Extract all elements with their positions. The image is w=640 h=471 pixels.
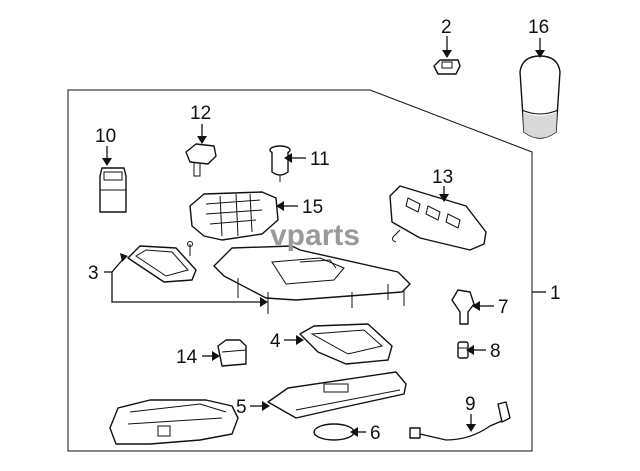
callout-6: 6 <box>370 423 381 444</box>
callout-3: 3 <box>88 263 99 284</box>
callout-11: 11 <box>310 149 330 170</box>
callout-7: 7 <box>498 297 509 318</box>
callout-5: 5 <box>236 397 247 418</box>
part-10-switch[interactable] <box>99 167 127 213</box>
part-14-connector[interactable] <box>217 339 247 367</box>
callout-15: 15 <box>302 197 323 218</box>
callout-2: 2 <box>441 17 452 38</box>
part-9-wire-harness[interactable] <box>409 401 511 441</box>
assembly-frame <box>67 89 533 452</box>
part-2-clip[interactable] <box>433 59 461 75</box>
part-13-switch-panel[interactable] <box>389 185 487 251</box>
callout-14: 14 <box>176 347 198 368</box>
part-5-lid[interactable] <box>267 371 407 419</box>
callout-1: 1 <box>550 283 561 304</box>
callout-4: 4 <box>270 331 281 352</box>
part-4-tray[interactable] <box>299 323 393 365</box>
callout-13: 13 <box>432 167 453 188</box>
callout-9: 9 <box>465 394 476 415</box>
part-11-power-outlet[interactable] <box>269 145 291 182</box>
leader-lines <box>102 36 546 437</box>
callout-10: 10 <box>95 126 116 147</box>
part-7-bracket[interactable] <box>451 289 475 325</box>
part-12-bracket[interactable] <box>185 143 217 177</box>
callout-12: 12 <box>190 103 211 124</box>
part-15-console-box[interactable] <box>189 191 279 241</box>
callout-16: 16 <box>528 17 549 38</box>
part-console-base[interactable] <box>109 399 239 445</box>
callout-8: 8 <box>490 341 501 362</box>
watermark-text: vparts <box>270 219 360 252</box>
part-3-console-lower[interactable] <box>127 241 411 315</box>
part-16-shift-knob[interactable] <box>519 55 561 139</box>
part-6-pad[interactable] <box>313 423 355 441</box>
